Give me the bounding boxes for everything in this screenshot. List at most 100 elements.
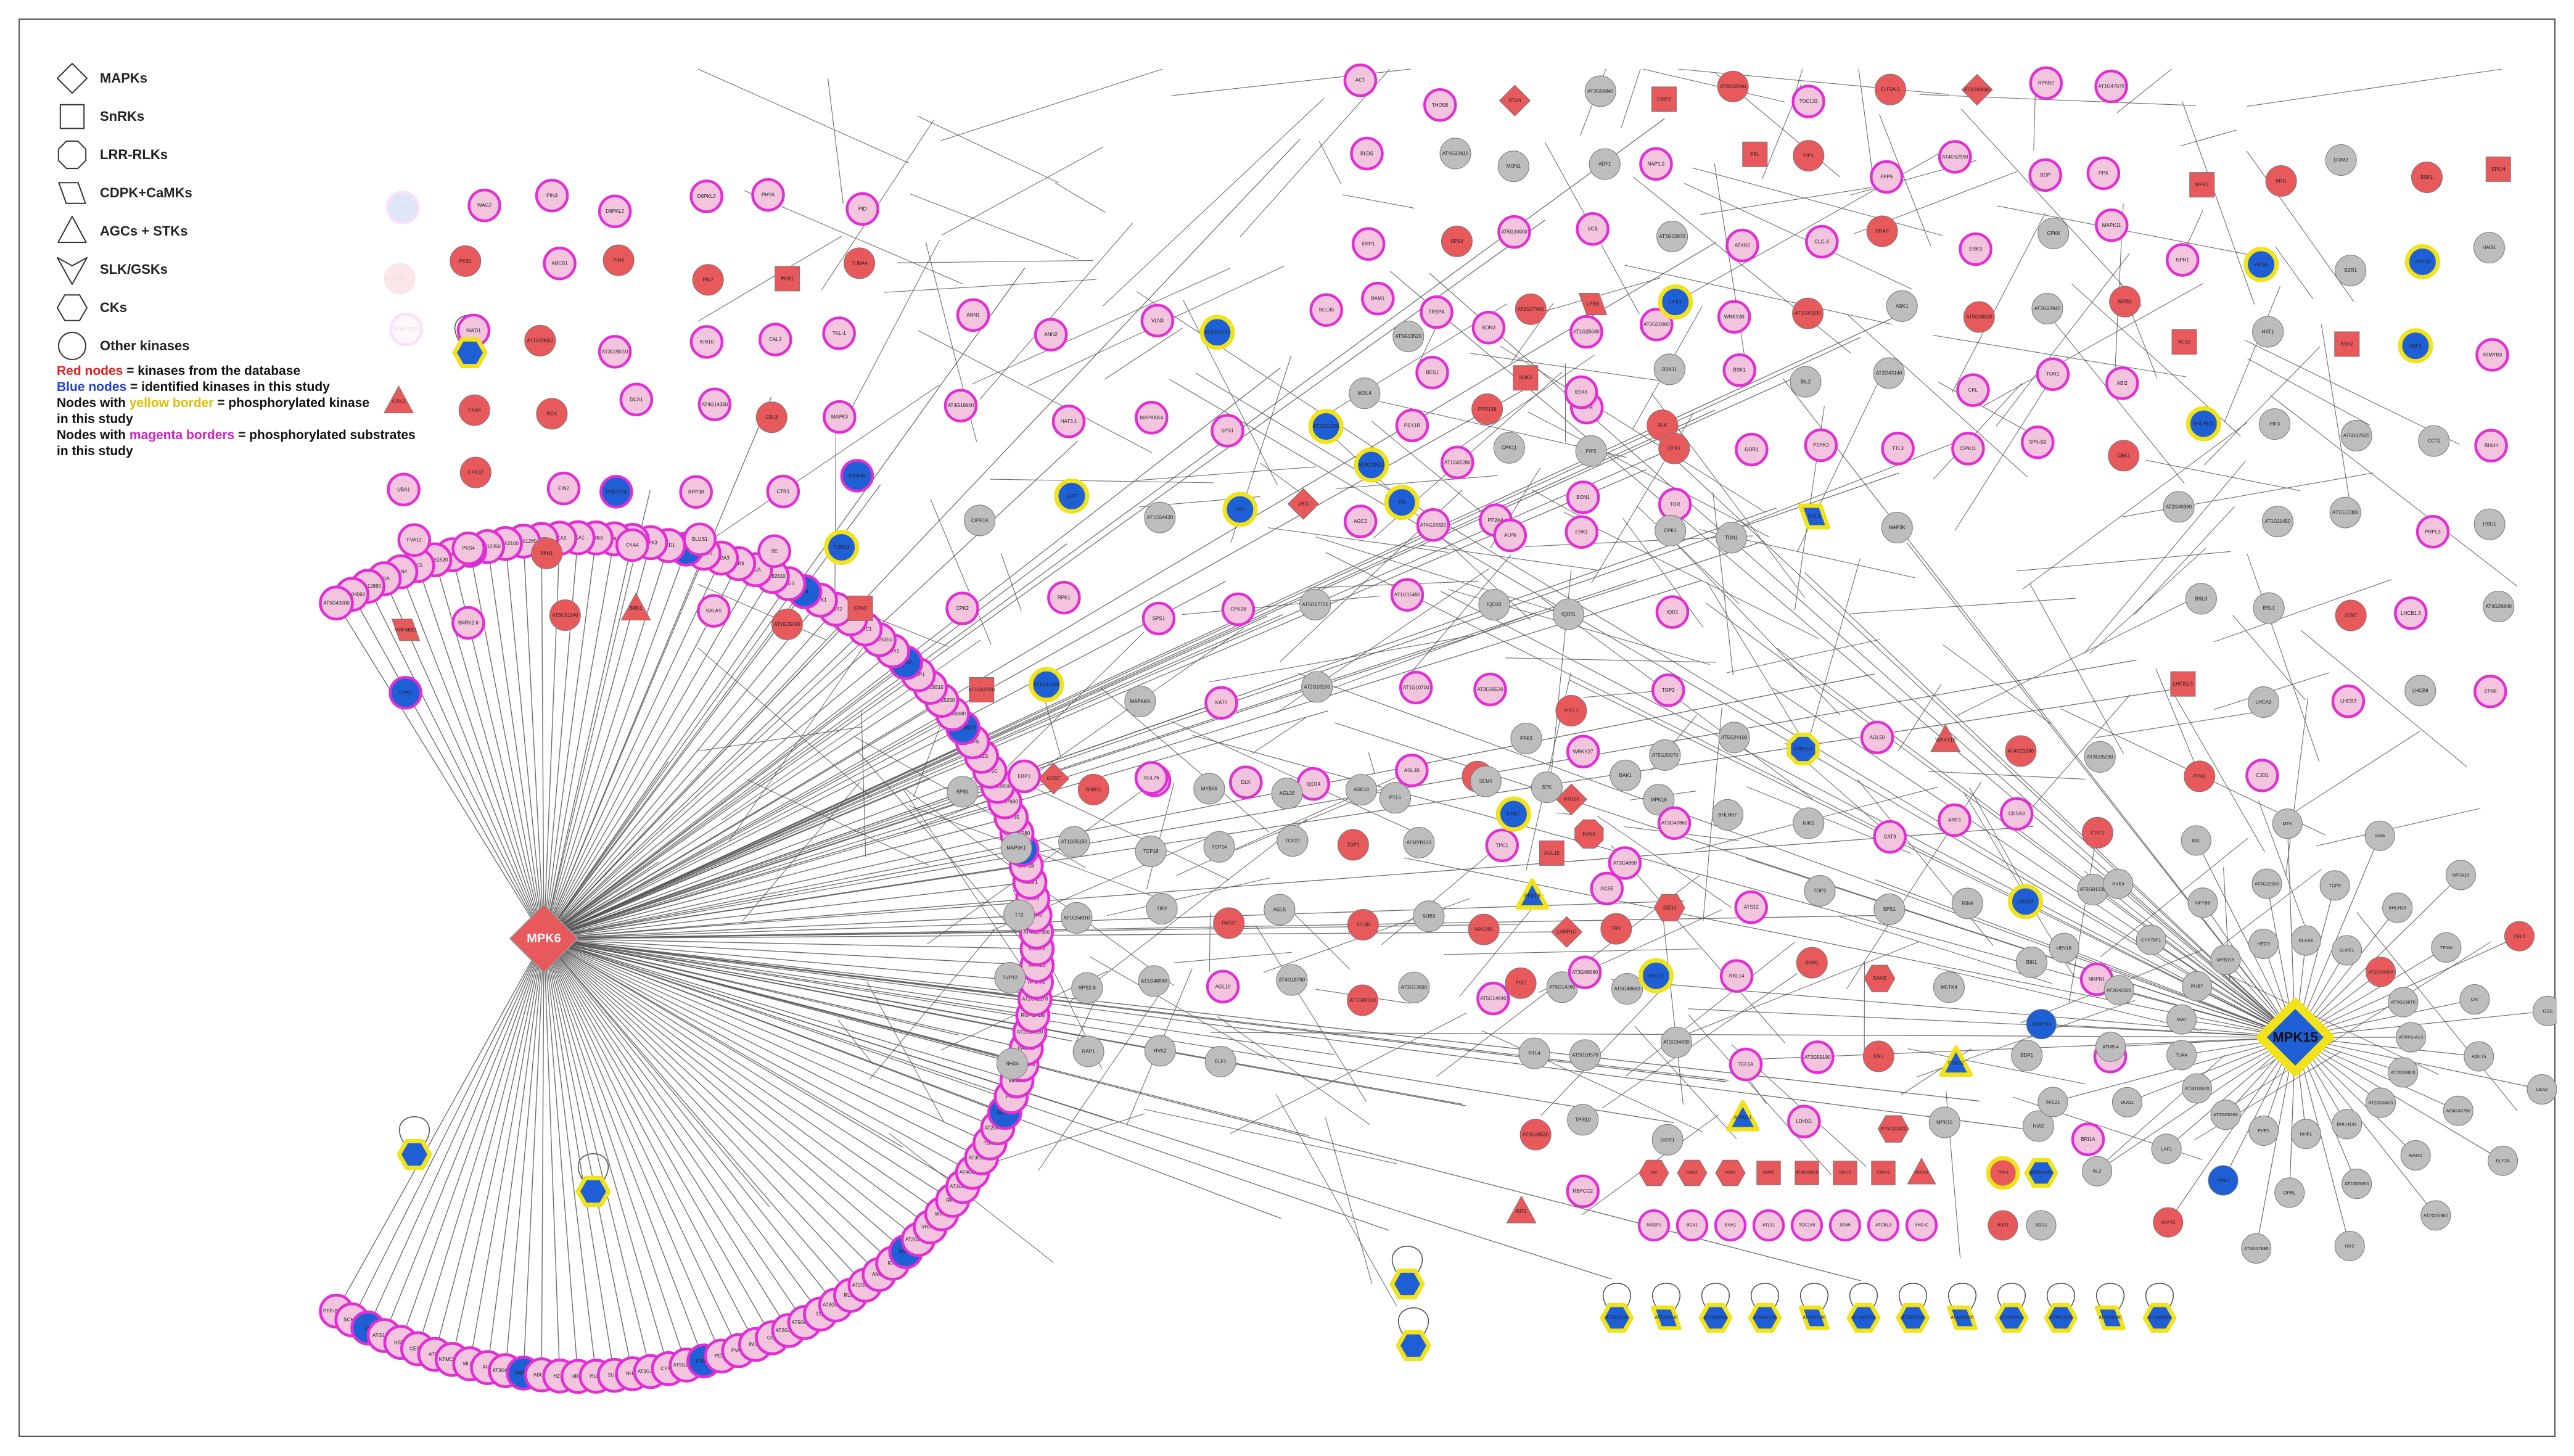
node-label: AT5G09900 — [1966, 315, 1992, 320]
top-right-node: CIPK11 — [1951, 432, 1985, 466]
node-shape — [2031, 293, 2063, 325]
node-label: AT1G59720 — [1204, 329, 1231, 335]
node-label: MSSP1 — [1647, 1224, 1661, 1228]
network-edge — [1706, 603, 2296, 1038]
network-edge — [1665, 450, 2296, 1038]
node-shape — [2108, 440, 2140, 472]
network-edge — [487, 938, 545, 1368]
node-label: AT3G01230 — [2080, 887, 2107, 892]
network-edge — [543, 938, 998, 1129]
node-shape — [1790, 366, 1822, 398]
node-label: CKI — [2471, 997, 2479, 1002]
node-shape — [2398, 328, 2433, 364]
bottom-middle-node: BIK1 — [2015, 947, 2047, 979]
node-label: CYP79F1 — [2141, 937, 2161, 943]
node-shape — [2245, 759, 2279, 792]
lower-middle-node: BAK1 — [1610, 759, 1642, 791]
network-edge — [543, 938, 1072, 1042]
node-label: GGA — [379, 576, 390, 582]
lower-middle-node: AT3G4850 — [1608, 846, 1642, 880]
node-shape — [2024, 1158, 2058, 1188]
node-shape — [1787, 1104, 1821, 1138]
network-edge — [1100, 688, 1270, 833]
node-shape — [2166, 1040, 2197, 1071]
node-shape — [1441, 225, 1473, 257]
network-edge — [697, 726, 863, 752]
node-label: PKS4 — [462, 546, 475, 551]
top-right-node: MON1 — [1497, 150, 1529, 183]
network-edge — [1209, 635, 1474, 683]
top-right-node: AT3G52990 — [1717, 70, 1749, 102]
node-label: AT4G21280 — [2008, 748, 2034, 754]
mpk15-partner-node: NHF1 — [2290, 1119, 2321, 1150]
node-shape — [2251, 868, 2282, 899]
node-shape — [2388, 987, 2419, 1018]
node-shape — [1221, 592, 1256, 627]
node-label: GOR1 — [1745, 446, 1759, 452]
node-shape — [2082, 1156, 2113, 1187]
node-label: TPC1 — [1496, 842, 1509, 848]
lower-middle-node: ASK18 — [1345, 774, 1377, 806]
node-shape — [1574, 819, 1604, 849]
node-label: VLN4 — [395, 569, 408, 575]
node-shape — [1565, 515, 1599, 549]
bottom-middle-node: SAM1 — [1796, 947, 1828, 979]
node-label: AT3G59190 — [1804, 1055, 1831, 1060]
top-right-node: ERK3 — [1959, 232, 1992, 266]
node-label: TCP14 — [1212, 844, 1227, 850]
node-shape — [2319, 870, 2350, 901]
network-edge — [1252, 717, 1306, 754]
network-edge — [543, 938, 1674, 1124]
network-edge — [1404, 857, 2296, 1038]
node-shape — [1144, 501, 1176, 533]
node-label: ADF1 — [1598, 162, 1611, 167]
node-label: CKA4 — [468, 408, 481, 413]
mpk15-partner-node: AT3G13670 — [2388, 987, 2419, 1018]
node-shape — [2252, 316, 2284, 348]
network-edge — [1563, 511, 1819, 640]
node-label: STN8 — [2484, 689, 2497, 694]
node-shape — [2443, 1095, 2473, 1126]
network-edge — [1954, 376, 2054, 531]
node-label: AT3G61480 — [492, 1368, 519, 1373]
network-edge — [543, 591, 805, 939]
node-shape — [1796, 947, 1828, 979]
node-shape — [452, 337, 488, 369]
network-edge — [1104, 327, 1183, 380]
node-shape — [392, 619, 421, 641]
network-edge — [543, 938, 1018, 1082]
upper-left-node: D6PKL3 — [689, 179, 723, 213]
node-label: HSBP — [394, 1339, 408, 1345]
right-cluster-node: ACS2 — [2171, 329, 2197, 355]
top-right-node: BES1 — [1415, 355, 1449, 390]
node-label: MAP3K — [1889, 525, 1906, 530]
octagon-icon — [57, 140, 87, 170]
node-label: BSK3 — [1519, 375, 1532, 380]
mpk15-partner-node: AT3G18620 — [2182, 1073, 2213, 1104]
top-right-node: ELF5A-1 — [1874, 73, 1906, 105]
top-right-node: CPK11 — [1493, 432, 1525, 464]
node-label: SPS1 — [1883, 907, 1896, 912]
node-label: SCHC2 — [343, 1317, 361, 1323]
node-label: METK4 — [1941, 984, 1957, 990]
network-edge — [990, 479, 1214, 483]
network-edge — [2097, 1037, 2296, 1172]
bottom-middle-node: AT3G48530 — [1519, 1119, 1552, 1151]
top-right-node: WRKY30 — [1717, 300, 1751, 334]
node-shape — [2136, 924, 2166, 955]
network-edge — [1809, 558, 1861, 738]
node-label: SPS1 — [956, 789, 969, 794]
node-shape — [524, 324, 556, 356]
node-shape — [1518, 1037, 1550, 1069]
central-node: IQD31 — [1552, 598, 1584, 630]
bottom-middle-node: CAT3 — [1873, 820, 1907, 854]
central-node: PSY1R — [1395, 408, 1429, 443]
top-right-node: AT4G32610 — [1439, 138, 1471, 170]
node-shape — [2037, 1087, 2068, 1117]
central-node: CIPK14 — [964, 504, 996, 537]
network-edge — [335, 938, 545, 1312]
node-shape — [1193, 773, 1225, 805]
network-edge — [1169, 379, 2296, 1038]
bottom-middle-node: PIX7 — [1505, 967, 1537, 999]
network-edge — [2224, 286, 2280, 422]
